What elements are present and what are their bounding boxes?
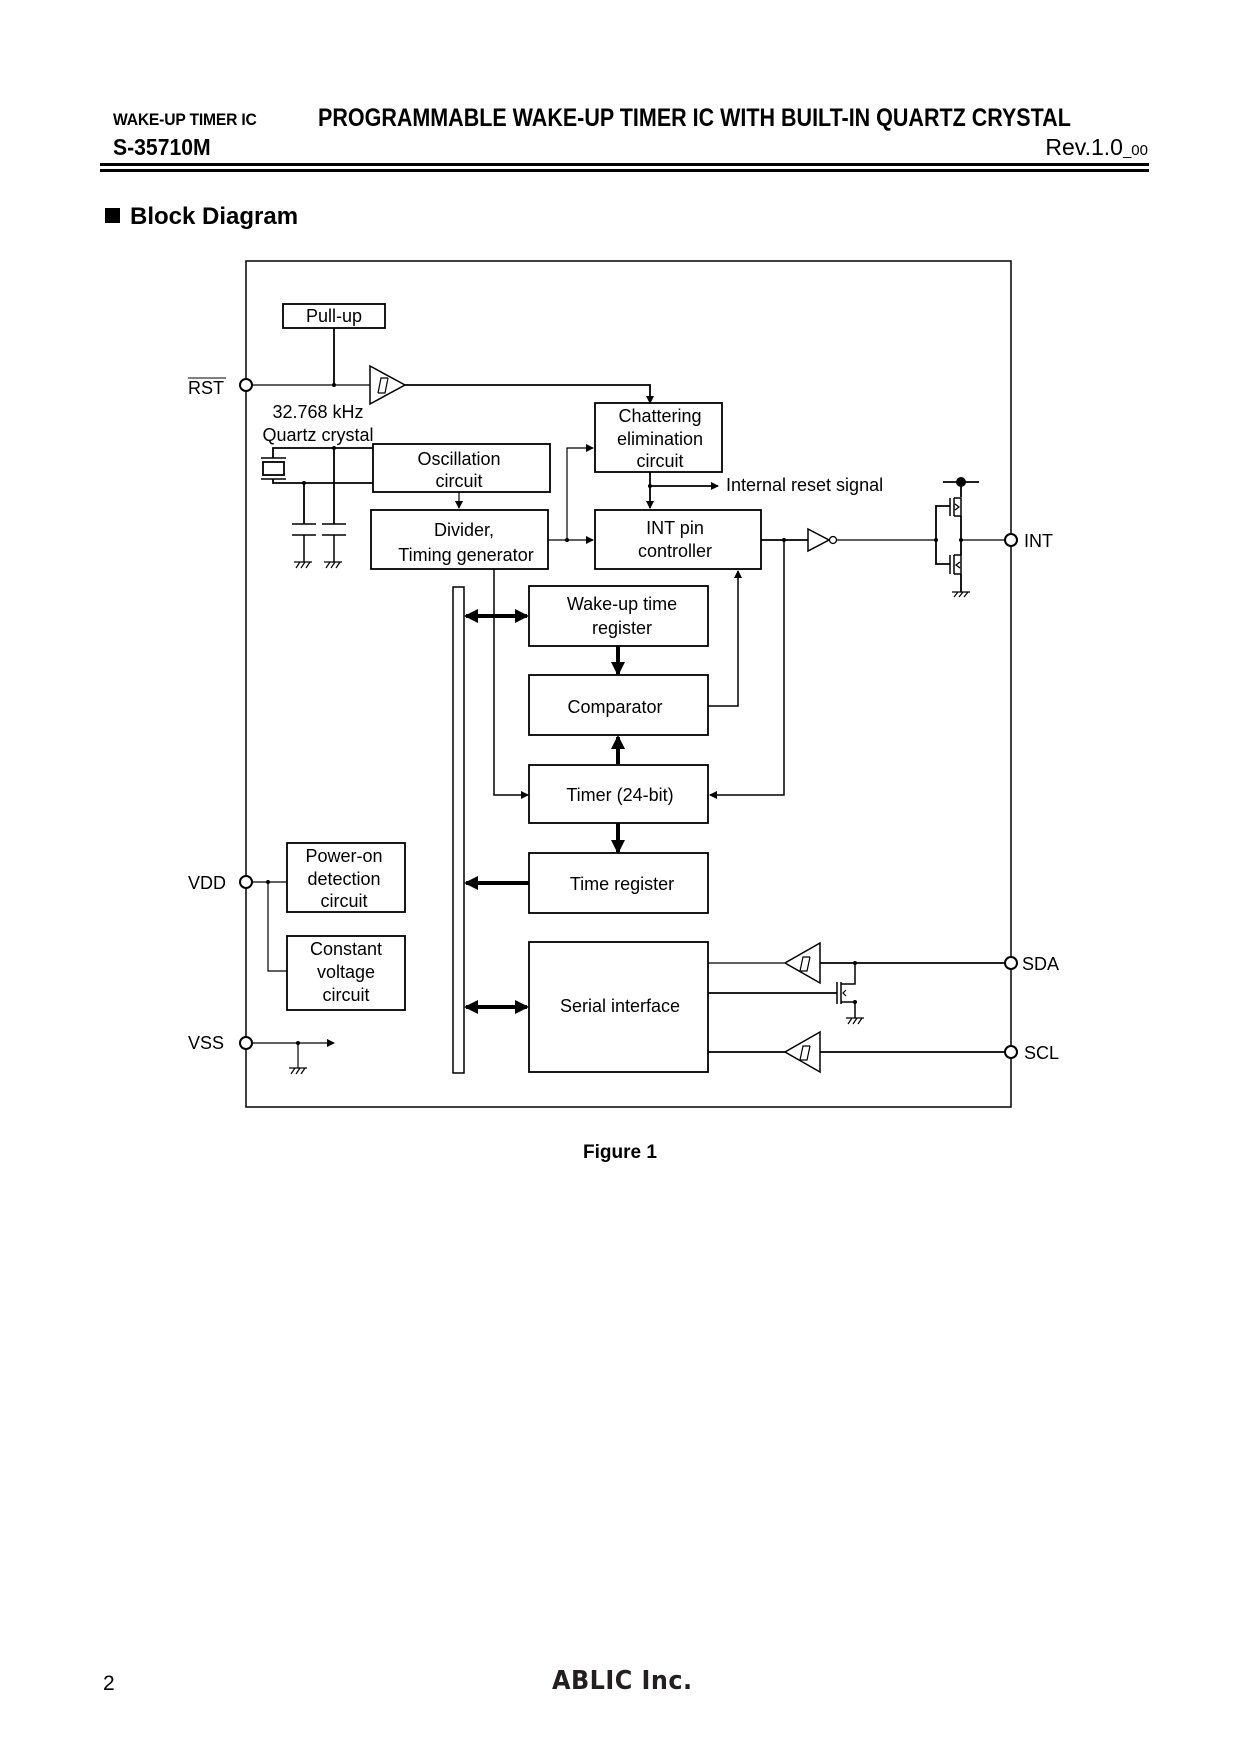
timer-label: Timer (24-bit) — [566, 785, 673, 805]
timer-24bit-block: Timer (24-bit) — [528, 764, 709, 824]
divider-label-line1: Divider, — [434, 520, 494, 540]
time-register-block: Time register — [528, 852, 709, 914]
wakeup-register-label-line1: Wake-up time — [567, 594, 677, 614]
crystal-frequency: 32.768 kHz — [272, 402, 363, 422]
int-controller-label-line1: INT pin — [646, 518, 704, 538]
sda-schmitt-buffer-icon — [783, 941, 821, 985]
vss-pin-terminal — [239, 1036, 253, 1050]
sda-pin: SDA — [1004, 954, 1059, 974]
comparator-label: Comparator — [567, 697, 662, 717]
wakeup-time-register-block: Wake-up time register — [528, 585, 709, 647]
oscillation-label-line1: Oscillation — [417, 449, 500, 469]
chattering-label-line3: circuit — [636, 451, 683, 471]
ground-icon — [289, 1067, 307, 1075]
int-pin: INT — [1004, 531, 1053, 551]
header-rule-top — [100, 163, 1149, 166]
internal-reset-signal-label: Internal reset signal — [726, 475, 883, 495]
footer-brand-logo: ABLIC Inc. — [552, 1666, 693, 1696]
oscillation-circuit-block: Oscillation circuit — [372, 443, 551, 493]
power-on-label-line2: detection — [307, 869, 380, 889]
section-title: Block Diagram — [130, 203, 299, 230]
int-pin-label: INT — [1024, 531, 1053, 551]
power-on-label-line1: Power-on — [305, 846, 382, 866]
sda-nmos-driver-icon — [708, 963, 864, 1025]
int-controller-label-line2: controller — [638, 541, 712, 561]
inverter-icon — [807, 527, 838, 553]
int-pin-controller-block: INT pin controller — [594, 509, 762, 570]
constant-voltage-block: Constant voltage circuit — [286, 935, 406, 1011]
ground-icon — [952, 591, 970, 598]
crystal-label: Quartz crystal — [262, 425, 373, 445]
vss-pin-label: VSS — [188, 1033, 224, 1053]
vdd-pin-terminal — [239, 875, 253, 889]
wakeup-register-label-line2: register — [592, 618, 652, 638]
comparator-block: Comparator — [528, 674, 709, 736]
header-rule-bottom — [100, 169, 1149, 172]
figure-caption: Figure 1 — [583, 1142, 657, 1163]
serial-interface-block: Serial interface — [528, 941, 709, 1073]
divider-label-line2: Timing generator — [398, 545, 533, 565]
scl-pin: SCL — [1004, 1043, 1059, 1063]
time-register-label: Time register — [570, 874, 674, 894]
bullet-square-icon — [105, 208, 120, 223]
chattering-label-line1: Chattering — [618, 406, 701, 426]
chattering-elimination-block: Chattering elimination circuit — [594, 402, 723, 473]
pullup-label: Pull-up — [306, 306, 362, 326]
vdd-pin-label: VDD — [188, 873, 226, 893]
power-on-detection-block: Power-on detection circuit — [286, 842, 406, 913]
ground-icon — [294, 561, 312, 569]
page-number: 2 — [103, 1672, 115, 1695]
scl-schmitt-buffer-icon — [783, 1030, 821, 1074]
header-part-number: S-35710M — [113, 134, 211, 160]
rst-schmitt-buffer-icon — [369, 364, 407, 406]
oscillation-label-line2: circuit — [435, 471, 482, 491]
serial-interface-label: Serial interface — [560, 996, 680, 1016]
constant-voltage-label-line3: circuit — [322, 985, 369, 1005]
ground-icon — [846, 1017, 864, 1025]
header-title: PROGRAMMABLE WAKE-UP TIMER IC WITH BUILT… — [318, 104, 1071, 132]
header-revision: Rev.1.0_00 — [1045, 134, 1148, 161]
quartz-crystal-icon — [261, 447, 373, 484]
scl-pin-terminal — [1004, 1045, 1018, 1059]
chattering-label-line2: elimination — [617, 429, 703, 449]
rst-pin: RST — [188, 377, 253, 398]
int-pin-terminal — [1004, 533, 1018, 547]
scl-pin-label: SCL — [1024, 1043, 1059, 1063]
vss-pin: VSS — [188, 1033, 253, 1053]
vdd-pin: VDD — [188, 873, 253, 893]
internal-bus — [452, 586, 465, 1074]
rst-pin-terminal — [239, 378, 253, 392]
ground-icon — [324, 561, 342, 569]
capacitor-icons — [292, 446, 346, 569]
constant-voltage-label-line1: Constant — [310, 939, 382, 959]
section-heading: Block Diagram — [105, 203, 298, 231]
divider-timing-generator-block: Divider, Timing generator — [370, 509, 549, 570]
pullup-block: Pull-up — [282, 303, 386, 329]
sda-pin-label: SDA — [1022, 954, 1059, 974]
power-on-label-line3: circuit — [320, 891, 367, 911]
revision-suffix: _00 — [1122, 142, 1148, 159]
constant-voltage-label-line2: voltage — [317, 962, 375, 982]
rst-pin-label: RST — [188, 378, 224, 398]
ic-boundary — [245, 260, 1012, 1108]
sda-pin-terminal — [1004, 956, 1018, 970]
header-series: WAKE-UP TIMER IC — [113, 110, 257, 129]
revision-number: Rev.1.0 — [1045, 134, 1123, 160]
cmos-output-stage-icon — [934, 477, 979, 598]
